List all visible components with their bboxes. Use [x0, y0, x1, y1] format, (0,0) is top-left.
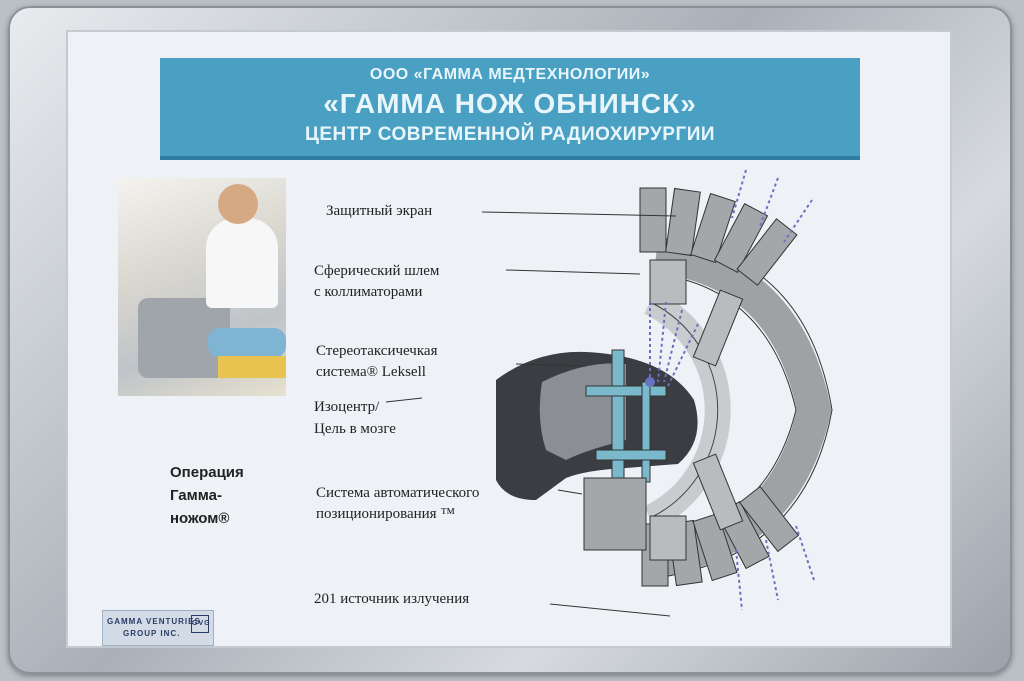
- source-block: [639, 187, 667, 253]
- operation-line-1: Операция: [170, 464, 244, 481]
- title-banner: ООО «ГАММА МЕДТЕХНОЛОГИИ» «ГАММА НОЖ ОБН…: [160, 58, 860, 160]
- source-block: [690, 192, 736, 264]
- logo-badge: GVG: [191, 615, 210, 633]
- label-auto-2: позиционирования ™: [316, 506, 456, 522]
- gamma-ventures-logo: GAMMA VENTURIES GROUP INC. GVG: [102, 610, 214, 646]
- label-helmet-2: с коллиматорами: [314, 284, 423, 300]
- photo-doctor-head: [218, 184, 258, 224]
- source-block: [665, 187, 701, 257]
- center-name: «ГАММА НОЖ ОБНИНСК»: [323, 88, 697, 119]
- frame-bar: [595, 449, 667, 461]
- logo-line-2: GROUP INC.: [123, 629, 181, 638]
- label-stereo-1: Стереотаксичечкая: [316, 343, 438, 359]
- collimator: [692, 453, 744, 531]
- label-iso-1: Изоцентр/: [314, 399, 380, 415]
- photo-patient: [208, 328, 286, 358]
- label-iso-2: Цель в мозге: [314, 421, 396, 437]
- operation-line-2: Гамма-: [170, 487, 222, 504]
- source-block: [738, 485, 800, 553]
- label-auto-1: Система автоматического: [316, 485, 480, 501]
- operation-line-3: ножом®: [170, 510, 230, 527]
- pointer-arrows: [385, 211, 677, 617]
- isocenter: [645, 377, 655, 387]
- photo-blanket: [218, 356, 286, 378]
- frame-post: [611, 349, 625, 491]
- label-shield: Защитный экран: [326, 203, 433, 219]
- source-block: [736, 218, 798, 286]
- source-blocks-top: [639, 187, 798, 286]
- collimator: [692, 289, 744, 367]
- surgery-photo: [118, 178, 286, 396]
- label-stereo-2: система® Leksell: [316, 364, 426, 380]
- gamma-knife-diagram: [385, 169, 833, 617]
- radiation-beams: [649, 169, 815, 611]
- frame-post: [641, 381, 651, 483]
- logo-line-1: GAMMA VENTURIES: [107, 617, 201, 626]
- center-subtitle: ЦЕНТР СОВРЕМЕННОЙ РАДИОХИРУРГИИ: [304, 124, 716, 145]
- collimator: [649, 259, 687, 305]
- source-block: [713, 202, 769, 274]
- company-name: ООО «ГАММА МЕДТЕХНОЛОГИИ»: [369, 66, 651, 83]
- label-helmet-1: Сферический шлем: [314, 263, 440, 279]
- helmet-arc-edge: [649, 301, 719, 519]
- frame-bar: [585, 385, 667, 397]
- positioning-block: [583, 477, 647, 551]
- photo-doctor-coat: [206, 218, 278, 308]
- shield-arc: [653, 239, 832, 577]
- source-block: [692, 512, 738, 582]
- collimator-segments: [649, 259, 744, 561]
- poster: ООО «ГАММА МЕДТЕХНОЛОГИИ» «ГАММА НОЖ ОБН…: [66, 30, 952, 648]
- collimator: [649, 515, 687, 561]
- label-sources: 201 источник излучения: [314, 591, 470, 607]
